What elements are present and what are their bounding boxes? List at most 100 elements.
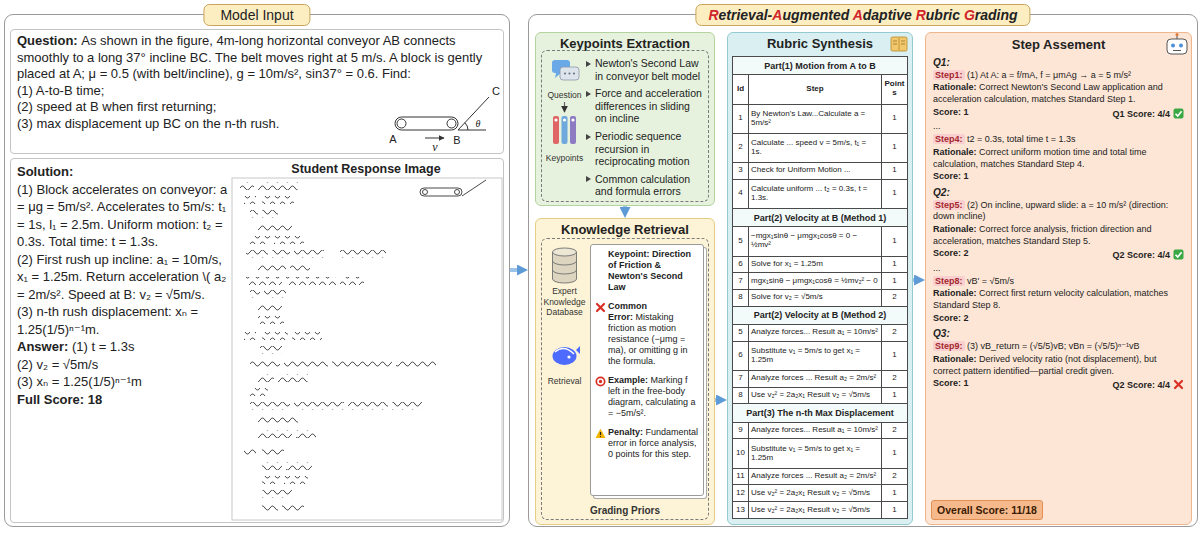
figure-label: θ bbox=[476, 118, 481, 129]
figure-label: B bbox=[453, 134, 460, 146]
table-cell: Step bbox=[749, 75, 882, 104]
table-cell: 8 bbox=[733, 290, 749, 307]
part-header: Part(2) Velocity at B (Method 1) bbox=[733, 209, 908, 227]
text-line: Score: 2 bbox=[933, 313, 1184, 325]
node-text: Keypoint: bbox=[608, 249, 650, 259]
node-text: Periodic sequence recursion in reciproca… bbox=[595, 130, 690, 167]
text-line: Score: 1 bbox=[933, 171, 1184, 183]
text-line: Model Input bbox=[203, 4, 310, 26]
node-text: Q3: bbox=[933, 328, 950, 339]
text-line: Overall Score: 11/18 bbox=[932, 501, 1042, 519]
node-text: Retrieval-Augmented Adaptive Rubric Grad… bbox=[708, 7, 1017, 23]
text-line: Rubric Synthesis bbox=[731, 36, 909, 52]
node-text: (3) xₙ = 1.25(1/5)ⁿ⁻¹m bbox=[17, 374, 142, 389]
node-text: Score: 1 bbox=[933, 378, 969, 388]
node-text: Rationale: bbox=[933, 147, 977, 157]
text-line: Grading Priors bbox=[542, 505, 708, 516]
node-text: Score: 1 bbox=[933, 107, 969, 117]
text-line: Step9:(3) vB_return = (√5/5)vB; vBn = (√… bbox=[933, 341, 1184, 353]
text-line: (3) max displacement up BC on the n-th r… bbox=[17, 116, 397, 133]
text-line: Full Score: 18 bbox=[17, 391, 229, 409]
table-row: 5Analyze forces... Result a₁ = 10m/s²2 bbox=[733, 325, 908, 342]
table-cell: 2 bbox=[881, 422, 907, 439]
keypoints-panel: Keypoints ExtractionNewton's Second Law … bbox=[535, 32, 715, 206]
part-header: Part(2) Velocity at B (Method 2) bbox=[733, 306, 908, 324]
table-cell: Substitute v₁ = 5m/s to get x₁ = 1.25m bbox=[749, 439, 882, 468]
flow-arrow bbox=[623, 206, 627, 212]
text-line: Rationale:Correct first return velocity … bbox=[933, 288, 1184, 311]
priors-box: Grading Priors Keypoint:Direction of Fric… bbox=[541, 238, 709, 520]
text-line: Force and acceleration differences in sl… bbox=[586, 87, 704, 125]
retrieval-icon bbox=[553, 346, 581, 365]
node-text: Grading Priors bbox=[590, 505, 660, 516]
table-row: 6Substitute v₁ = 5m/s to get x₁ = 1.25m1 bbox=[733, 341, 908, 370]
node-text: (1) A-to-B time; bbox=[17, 83, 104, 98]
part-header: Part(1) Motion from A to B bbox=[733, 57, 908, 75]
node-text: Student Response Image bbox=[291, 162, 440, 176]
table-cell: 8 bbox=[733, 387, 749, 404]
node-text: Step1: bbox=[933, 70, 965, 80]
node-text: vB' = √5m/s bbox=[967, 276, 1014, 286]
node-text: Answer: bbox=[17, 339, 68, 354]
node-text: Newton's Second Law in conveyor belt mod… bbox=[595, 57, 700, 82]
table-row: 9Analyze forces... Result a₁ = 10m/s²2 bbox=[733, 422, 908, 439]
table-cell: Analyze forces... Result a₁ = 10m/s² bbox=[749, 325, 882, 342]
text-line: Newton's Second Law in conveyor belt mod… bbox=[586, 57, 704, 82]
node-text: Score: 2 bbox=[933, 313, 969, 323]
table-cell: 1 bbox=[881, 273, 907, 290]
table-cell: Id bbox=[733, 75, 749, 104]
table-row: Part(2) Velocity at B (Method 2) bbox=[733, 306, 908, 324]
node-text: Q2 Score: 4/4 bbox=[1112, 250, 1170, 260]
node-text: Q1 Score: 4/4 bbox=[1112, 109, 1170, 119]
retrieval-panel: Knowledge RetrievalGrading PriorsKeypoin… bbox=[535, 218, 715, 525]
node-text: Score: 1 bbox=[933, 171, 969, 181]
conveyor-figure bbox=[395, 97, 489, 138]
node-text: (3) max displacement up BC on the n-th r… bbox=[17, 116, 279, 131]
node-text: Rationale: bbox=[933, 354, 977, 364]
table-cell: Solve for x₁ = 1.25m bbox=[749, 256, 882, 273]
node-text: Q2: bbox=[933, 187, 950, 198]
table-cell: 12 bbox=[733, 485, 749, 502]
table-cell: 1 bbox=[881, 439, 907, 468]
icon-caption: Keypoints bbox=[546, 153, 583, 164]
text-line: Rationale:Derived velocity ratio (not di… bbox=[933, 354, 1184, 377]
text-line: Step1:(1) At A: a = f/mA, f = μmAg → a =… bbox=[933, 70, 1184, 82]
node-text: (1) t = 1.3s bbox=[72, 339, 135, 354]
student-response: Student Response Image bbox=[230, 160, 502, 520]
text-line: (3) xₙ = 1.25(1/5)ⁿ⁻¹m bbox=[17, 373, 229, 391]
flow-arrow bbox=[715, 398, 721, 402]
table-row: 5−mgx₁sinθ − μmgx₁cosθ = 0 − ½mv²1 bbox=[733, 227, 908, 256]
text-line: Question:As shown in the figure, 4m-long… bbox=[17, 33, 497, 83]
text-line: Step4:t2 = 0.3s, total time t = 1.3s bbox=[933, 134, 1184, 146]
node-text: Rubric Synthesis bbox=[767, 36, 873, 51]
keypoints-icon bbox=[553, 116, 576, 144]
node-text: As shown in the figure, 4m-long horizont… bbox=[17, 33, 482, 81]
flow-arrow bbox=[913, 278, 919, 282]
table-cell: 2 bbox=[881, 290, 907, 307]
text-line: Keypoint:Direction of Friction & Newton'… bbox=[595, 249, 699, 293]
text-line: Solution: bbox=[17, 163, 229, 181]
table-cell: 2 bbox=[881, 325, 907, 342]
text-line: (2) First rush up incline: a₁ = 10m/s, x… bbox=[17, 251, 229, 304]
keypoint-list: Newton's Second Law in conveyor belt mod… bbox=[541, 50, 709, 202]
text-line: Rationale:Correct force analysis, fricti… bbox=[933, 224, 1184, 247]
table-cell: Calculate ... speed v = 5m/s, t₁ = 1s. bbox=[749, 133, 882, 162]
flow-arrow bbox=[564, 102, 565, 112]
text-line: Penalty:Fundamental error in force analy… bbox=[595, 427, 699, 460]
text-line: Step5:(2) On incline, upward slide: a = … bbox=[933, 200, 1184, 223]
node-text: Example: bbox=[608, 375, 648, 385]
node-text: (1) At A: a = f/mA, f = μmAg → a = 5 m/s… bbox=[967, 70, 1131, 80]
table-row: 7mgx₁sinθ − μmgx₁cosθ = ½mv₂² − 01 bbox=[733, 273, 908, 290]
node-text: (3) vB_return = (√5/5)vB; vBn = (√5/5)ⁿ⁻… bbox=[967, 341, 1139, 351]
table-cell: 3 bbox=[733, 163, 749, 180]
table-row: 8Solve for v₂ = √5m/s2 bbox=[733, 290, 908, 307]
node-text: Question: bbox=[17, 33, 78, 48]
rubric-grid: Part(1) Motion from A to BIdStepPoints1B… bbox=[732, 56, 908, 519]
figure-label: C bbox=[492, 85, 500, 97]
node-text: Rationale: bbox=[933, 288, 977, 298]
table-cell: 1 bbox=[881, 163, 907, 180]
node-text: Full Score: 18 bbox=[17, 392, 102, 407]
question-box: Question:As shown in the figure, 4m-long… bbox=[10, 29, 504, 154]
table-cell: 1 bbox=[881, 256, 907, 273]
node-text: Step9: bbox=[933, 341, 965, 351]
